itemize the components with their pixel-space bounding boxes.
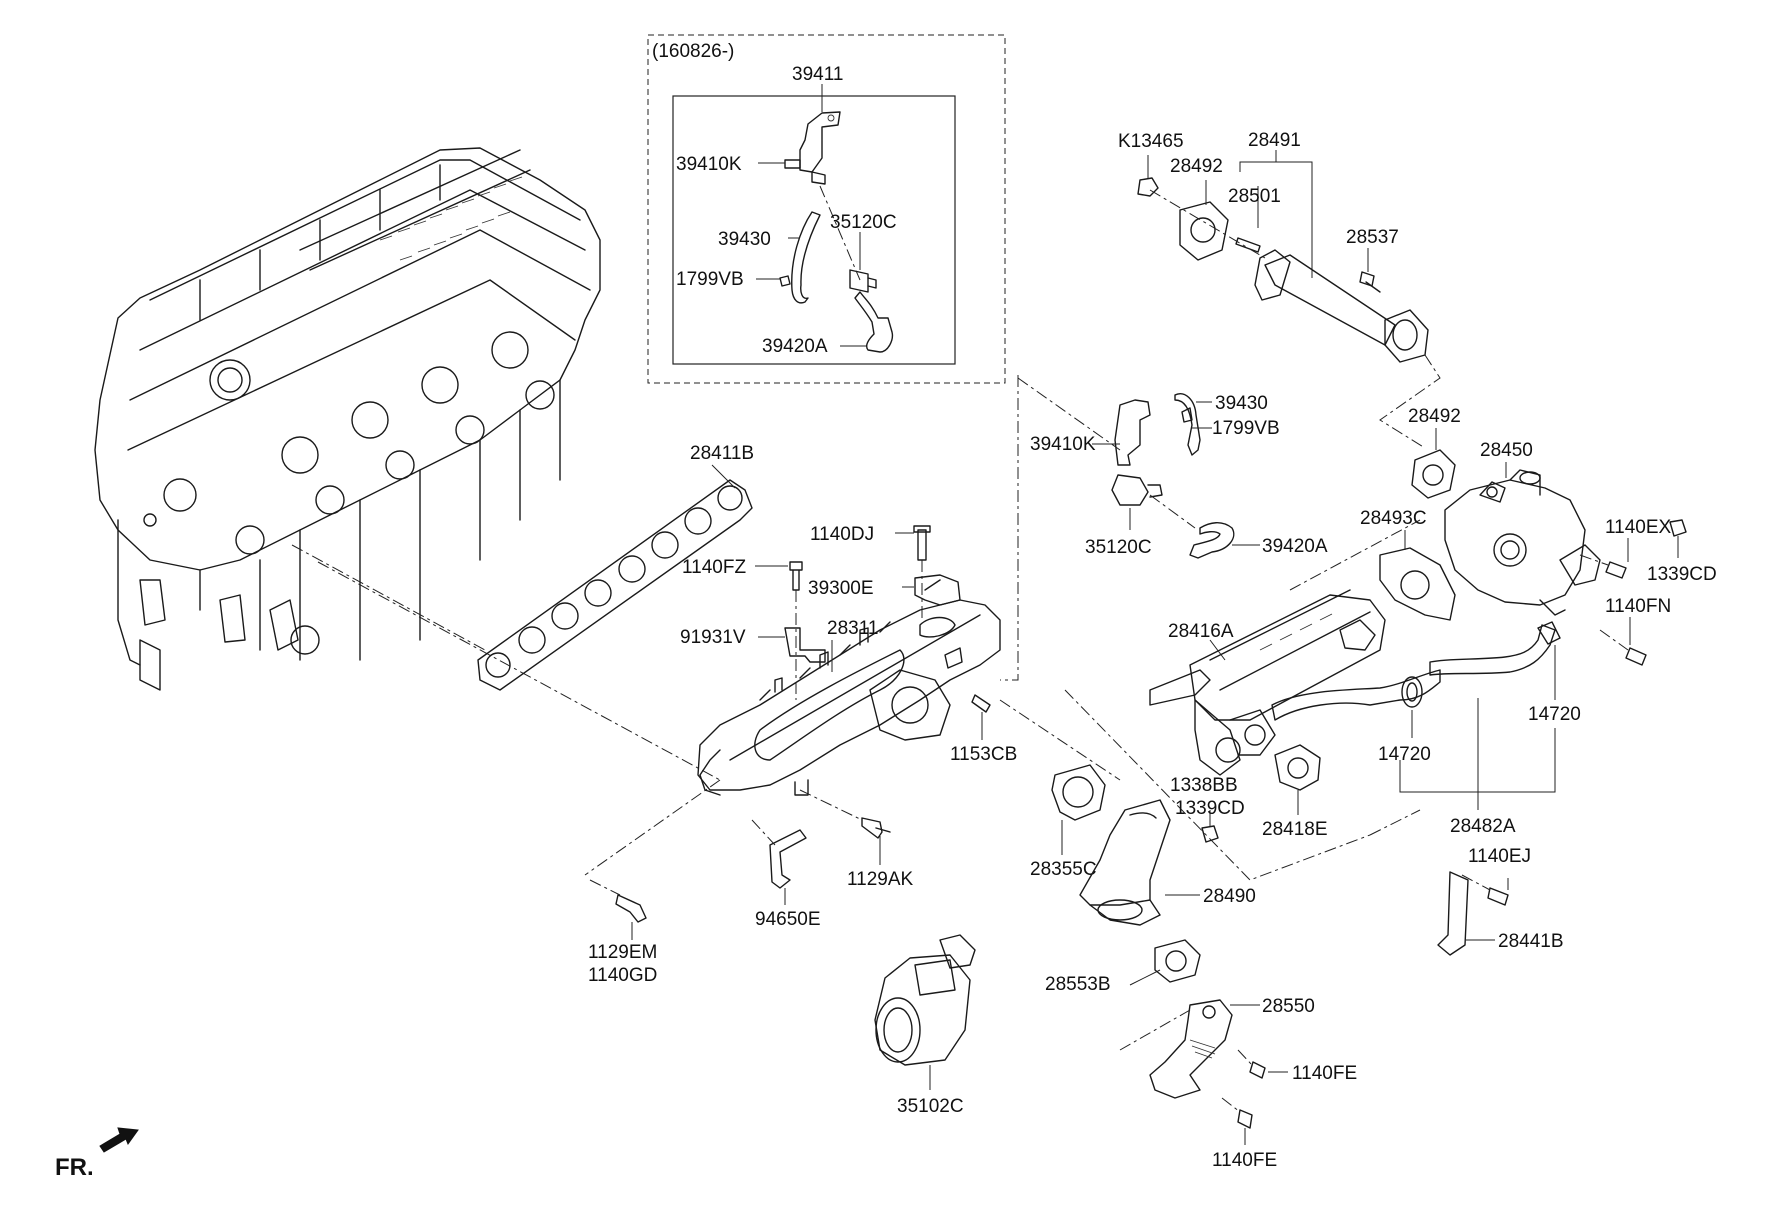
bolt-1140EJ	[1487, 887, 1509, 906]
inset-actuator-group	[779, 111, 894, 353]
clamp-14720-b	[1537, 621, 1561, 645]
label-1140FE-b: 1140FE	[1212, 1150, 1277, 1171]
egr-bend-28550	[1149, 999, 1233, 1099]
bolt-1129AK	[861, 817, 891, 839]
label-28550: 28550	[1262, 996, 1315, 1017]
label-1140FN: 1140FN	[1605, 596, 1671, 617]
label-28553B: 28553B	[1045, 974, 1111, 995]
bolt-1140FE-b	[1237, 1109, 1253, 1129]
stud-1153CB	[971, 694, 991, 713]
label-35120C-middle: 35120C	[1085, 537, 1152, 558]
egr-valve-28450	[1444, 469, 1601, 616]
nut-1339CD-lower	[1201, 825, 1219, 843]
intake-gasket-28411B	[477, 479, 753, 691]
gasket-28418E	[1274, 744, 1321, 791]
label-K13465: K13465	[1118, 131, 1184, 152]
label-28493C: 28493C	[1360, 508, 1427, 529]
label-28416A: 28416A	[1168, 621, 1234, 642]
label-39430-middle: 39430	[1215, 393, 1268, 414]
cylinder-head	[94, 147, 601, 691]
stud-28501	[1235, 237, 1261, 253]
egr-pipe-28490	[1079, 799, 1171, 926]
label-1338BB: 1338BB	[1170, 775, 1238, 796]
bolt-1140FE-a	[1249, 1061, 1266, 1079]
label-1140GD: 1140GD	[588, 965, 657, 986]
gasket-28553B	[1154, 939, 1201, 983]
label-28411B: 28411B	[690, 443, 754, 464]
gasket-28492-upper	[1179, 201, 1229, 261]
label-1339CD-lower: 1339CD	[1175, 798, 1245, 819]
label-94650E: 94650E	[755, 909, 821, 930]
label-28492-upper: 28492	[1170, 156, 1223, 177]
label-14720-a: 14720	[1378, 744, 1431, 765]
label-39420A-inset: 39420A	[762, 336, 828, 357]
label-28492-lower: 28492	[1408, 406, 1461, 427]
variant-inner-box	[672, 95, 956, 365]
label-1129AK: 1129AK	[847, 869, 914, 890]
label-28491: 28491	[1248, 130, 1301, 151]
throttle-body-35102C	[874, 934, 976, 1066]
label-1153CB: 1153CB	[950, 744, 1017, 765]
label-39410K-inset: 39410K	[676, 154, 742, 175]
front-arrow-icon	[99, 1127, 139, 1153]
intake-manifold-28311	[697, 599, 1001, 796]
label-39410K-middle: 39410K	[1030, 434, 1096, 455]
label-1799VB-middle: 1799VB	[1212, 418, 1280, 439]
gasket-28493C	[1379, 547, 1456, 621]
bracket-28441B	[1437, 871, 1469, 956]
label-35102C: 35102C	[897, 1096, 964, 1117]
label-1140EJ: 1140EJ	[1468, 846, 1531, 867]
label-28490: 28490	[1203, 886, 1256, 907]
label-28501: 28501	[1228, 186, 1281, 207]
label-39300E: 39300E	[808, 578, 874, 599]
bolt-28537	[1359, 271, 1381, 293]
nut-1339CD-upper	[1669, 519, 1687, 537]
bolt-1140FZ	[789, 561, 803, 591]
label-28441B: 28441B	[1498, 931, 1564, 952]
label-28537: 28537	[1346, 227, 1399, 248]
sensor-39300E	[913, 525, 961, 606]
egr-actuator-middle	[1111, 393, 1235, 559]
label-35120C-inset: 35120C	[830, 212, 897, 233]
label-28418E: 28418E	[1262, 819, 1328, 840]
label-28355C: 28355C	[1030, 859, 1097, 880]
label-39430-inset: 39430	[718, 229, 771, 250]
variant-note: (160826-)	[652, 41, 734, 62]
label-1140DJ: 1140DJ	[810, 524, 874, 545]
label-1799VB-inset: 1799VB	[676, 269, 744, 290]
hose-28482A	[1271, 624, 1556, 721]
label-1129EM: 1129EM	[588, 942, 657, 963]
egr-cooler-28416A	[1149, 589, 1386, 776]
label-39420A-middle: 39420A	[1262, 536, 1328, 557]
label-39411: 39411	[792, 64, 843, 85]
front-marker-label: FR.	[55, 1154, 94, 1181]
egr-pipe-28491	[1254, 249, 1429, 363]
gasket-28492-lower	[1411, 449, 1456, 499]
gasket-28355C	[1051, 764, 1106, 821]
bolt-1140FN	[1625, 647, 1647, 666]
clamp-14720-a	[1401, 676, 1423, 708]
clip-94650E	[769, 829, 807, 889]
label-91931V: 91931V	[680, 627, 746, 648]
label-1140FZ: 1140FZ	[682, 557, 746, 578]
label-1140FE-a: 1140FE	[1292, 1063, 1357, 1084]
label-1339CD-upper: 1339CD	[1647, 564, 1717, 585]
label-14720-b: 14720	[1528, 704, 1581, 725]
label-28482A: 28482A	[1450, 816, 1516, 837]
bracket-91931V	[784, 627, 826, 663]
variant-inset-box	[647, 34, 1006, 384]
label-1140EX: 1140EX	[1605, 517, 1672, 538]
label-28450: 28450	[1480, 440, 1533, 461]
bolt-1129EM	[615, 894, 647, 923]
bolt-1140EX	[1605, 561, 1627, 579]
label-28311: 28311	[827, 618, 878, 639]
